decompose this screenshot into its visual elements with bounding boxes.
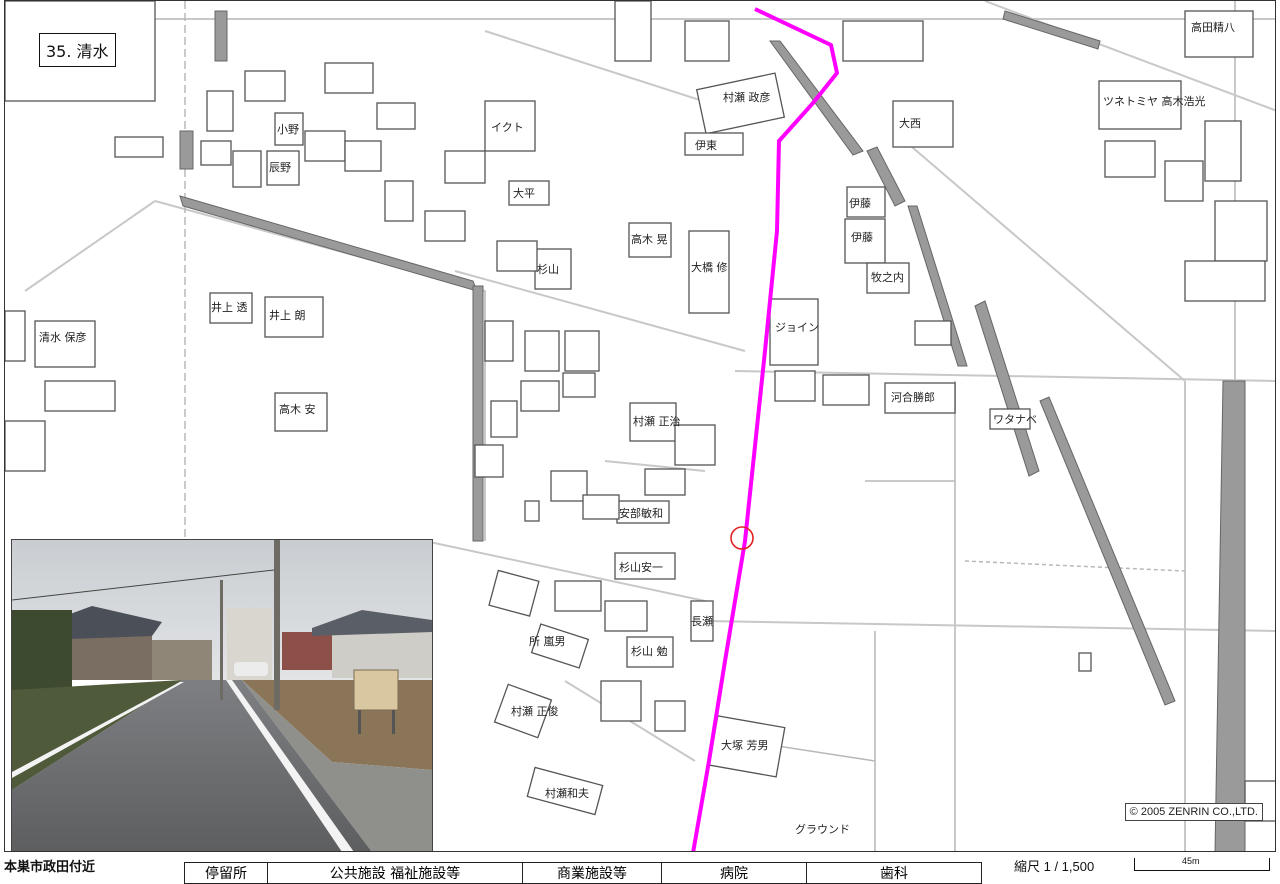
legend-table: 停留所 公共施設 福祉施設等 商業施設等 病院 歯科 xyxy=(184,862,982,884)
street-photo xyxy=(11,539,433,851)
building-label: 大橋 修 xyxy=(691,260,728,274)
route-line xyxy=(691,7,839,851)
building-label: 伊藤 xyxy=(851,231,873,244)
building-label: 河合勝郎 xyxy=(891,390,935,404)
buildings xyxy=(5,1,1275,822)
building-label: イクト xyxy=(491,121,524,134)
building-label: 井上 朗 xyxy=(269,308,306,322)
building-label: 牧之内 xyxy=(871,270,904,284)
legend-hospital: 病院 xyxy=(661,862,807,884)
building-label: 伊藤 xyxy=(849,197,871,210)
scale-text: 縮尺 1 / 1,500 xyxy=(1014,859,1095,874)
building-label: グラウンド xyxy=(795,822,850,836)
building-label: 高木 晃 xyxy=(631,232,668,246)
building-label: 大西 xyxy=(899,116,921,130)
legend-bus-stop: 停留所 xyxy=(184,862,268,884)
building-label: 長瀬 xyxy=(691,614,713,628)
building-label: 杉山 勉 xyxy=(631,644,668,658)
location-marker[interactable] xyxy=(730,526,754,550)
scale-bar xyxy=(1134,858,1270,871)
building-label: 高木 安 xyxy=(279,402,316,416)
building-label: 大平 xyxy=(513,186,535,200)
building-label: ワタナベ xyxy=(993,413,1037,426)
building-label: 村瀬 正治 xyxy=(633,414,681,428)
legend-dentist: 歯科 xyxy=(806,862,982,884)
scale-distance: 45m xyxy=(1182,856,1200,866)
building-label: 辰野 xyxy=(269,161,291,174)
building-label: 村瀬 正俊 xyxy=(511,704,559,718)
building-label: 安部敏和 xyxy=(619,506,663,520)
building-label: 小野 xyxy=(277,123,299,136)
legend-commercial: 商業施設等 xyxy=(522,862,662,884)
location-label: 35. 清水 xyxy=(39,33,116,67)
building-label: 高田精八 xyxy=(1191,20,1235,34)
map-frame[interactable]: 村瀬 政彦 伊東 大橋 修 井上 透 井上 朗 清水 保彦 高木 安 ジョイン … xyxy=(4,0,1276,852)
building-label: 清水 保彦 xyxy=(39,330,87,344)
place-name: 本巣市政田付近 xyxy=(4,860,96,875)
building-label: 杉山安一 xyxy=(619,560,663,574)
copyright-notice: © 2005 ZENRIN CO.,LTD. xyxy=(1124,803,1263,821)
building-labels: 村瀬 政彦 伊東 大橋 修 井上 透 井上 朗 清水 保彦 高木 安 ジョイン … xyxy=(39,20,1235,836)
building-label: ツネトミヤ 高木浩光 xyxy=(1103,94,1206,108)
building-label: 村瀬和夫 xyxy=(545,786,589,800)
building-label: 伊東 xyxy=(695,139,717,152)
building-label: 杉山 xyxy=(537,262,559,276)
building-label: 村瀬 政彦 xyxy=(723,90,771,104)
map-canvas[interactable]: 村瀬 政彦 伊東 大橋 修 井上 透 井上 朗 清水 保彦 高木 安 ジョイン … xyxy=(5,1,1276,852)
building-label: 井上 透 xyxy=(211,300,248,314)
building-label: 所 嵐男 xyxy=(529,635,566,648)
legend-public-facilities: 公共施設 福祉施設等 xyxy=(267,862,523,884)
building-label: ジョイン xyxy=(775,321,819,334)
building-label: 大塚 芳男 xyxy=(721,738,769,752)
